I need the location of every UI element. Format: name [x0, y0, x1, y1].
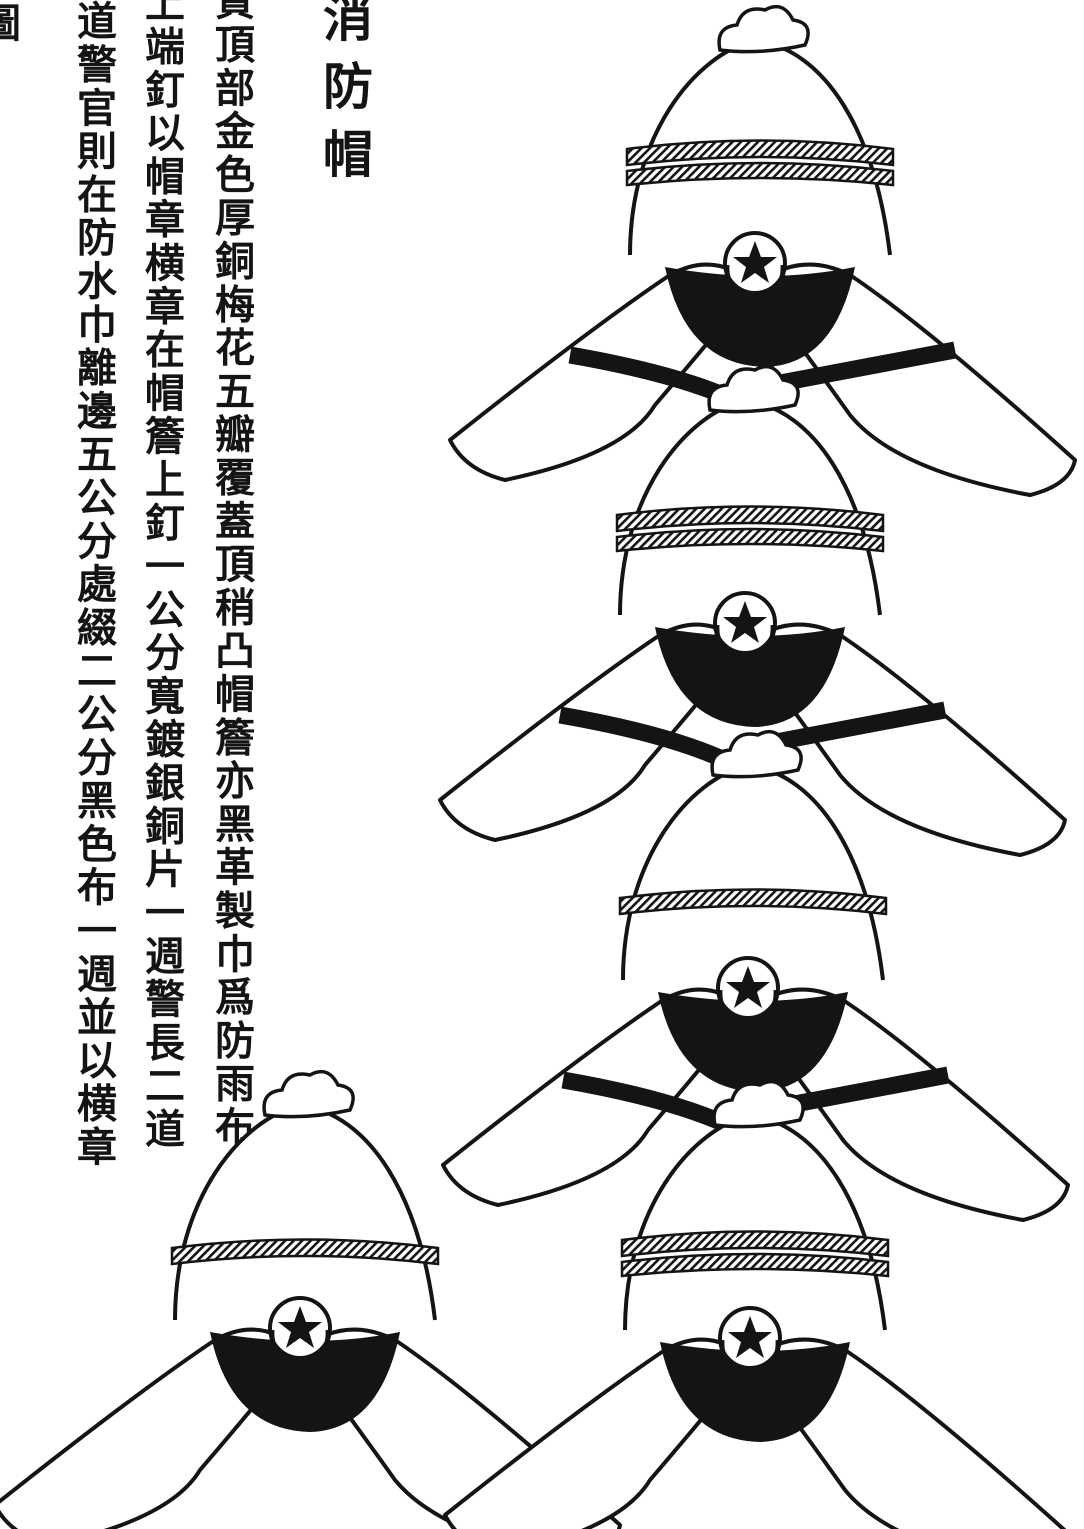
text-column-2: 上端釘以帽章横章在帽簷上釘一公分寬鍍銀銅片一週警長二道 — [138, 0, 185, 1152]
text-column-4: 圖 — [0, 2, 21, 46]
page-title: 消防帽 — [315, 0, 374, 196]
text-column-3: 道警官則在防水巾離邊五公分處綴二公分黑色布一週並以横章 — [70, 0, 117, 1170]
text-column-1: 質頂部金色厚銅梅花五瓣覆蓋頂稍凸帽簷亦黑革製巾爲防雨布 — [208, 0, 255, 1150]
